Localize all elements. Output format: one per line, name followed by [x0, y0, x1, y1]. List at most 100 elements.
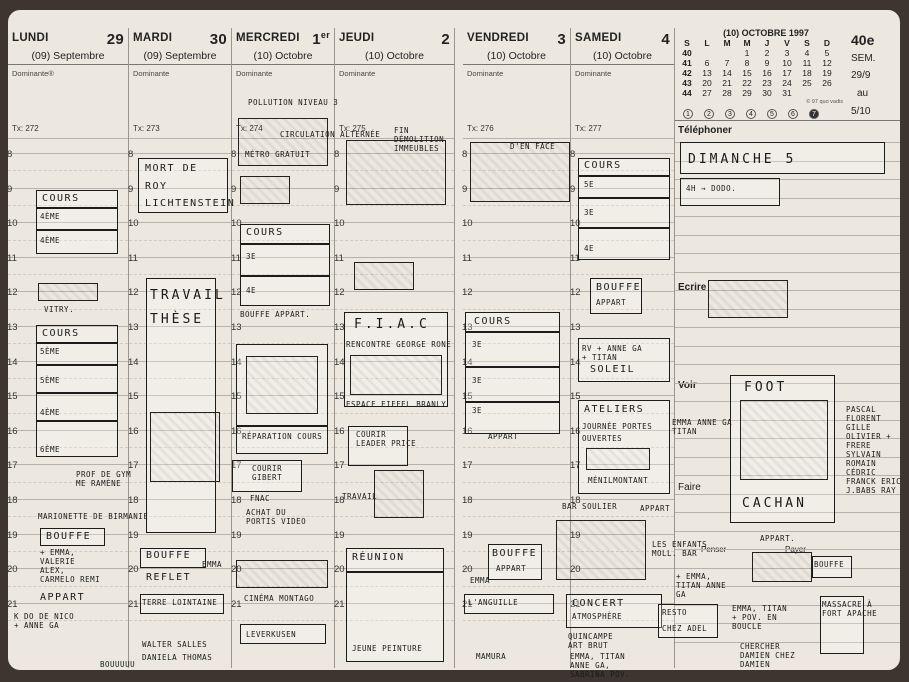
note-ven-titan: + EMMA, TITAN ANNE GA [676, 572, 727, 599]
hour-label: 12 [570, 287, 581, 299]
note-box [488, 544, 542, 580]
note-box [36, 325, 118, 343]
note-dim-players: PASCAL FLORENT GILLE OLIVIER + FRERE SYL… [846, 405, 902, 495]
note-lundi-6eme: 6ème [40, 445, 61, 454]
note-box [680, 142, 885, 174]
car-drawing [240, 176, 290, 204]
note-sam-cours: COURS [584, 160, 622, 171]
hour-label: 14 [8, 356, 18, 368]
note-box [240, 276, 330, 306]
gallery-drawing [350, 355, 442, 395]
hour-label: 17 [334, 460, 345, 472]
hour-label: 20 [462, 564, 473, 576]
hour-label: 9 [570, 183, 576, 195]
note-lundi-5eme2: 5ème [40, 376, 61, 385]
hour-label: 13 [8, 322, 18, 333]
day-header: MARDI 30 [133, 31, 227, 50]
note-box [578, 158, 670, 176]
hour-label: 11 [334, 252, 344, 264]
day-month: (09) Septembre [8, 50, 128, 65]
note-jeu-rencontre: RENCONTRE GEORGE RONE [346, 340, 452, 349]
copyright: © 97 quo vadis [806, 99, 843, 105]
day-header: SAMEDI 4 [575, 31, 670, 50]
hour-label: 17 [570, 460, 581, 472]
note-dim-dodo: 4H → DODO. [686, 184, 737, 193]
hour-label: 13 [334, 322, 345, 333]
note-lundi-cours2: COURS [42, 328, 80, 339]
note-lundi-4eme-a: 4ème [40, 212, 61, 221]
hour-label: 10 [128, 218, 139, 230]
note-jeu-reunion: RÉUNION [352, 552, 405, 563]
note-mardi-bouffe: BOUFFE [146, 550, 192, 561]
note-sam-menilmontant: MÉNILMONTANT [588, 476, 649, 485]
note-ven-3e-b: 3e [472, 376, 483, 385]
hour-label: 10 [231, 218, 242, 230]
note-ven-cours: COURS [474, 316, 512, 327]
day-header: MERCREDI 1er [236, 30, 330, 50]
tx-label: Tx: 276 [467, 124, 494, 133]
day-header: LUNDI 29 [12, 31, 124, 50]
note-ven-mamura: MAMURA [476, 652, 507, 661]
note-dim-appart: APPART. [760, 534, 796, 543]
hour-label: 13 [462, 322, 473, 333]
note-lundi-appart: APPART [40, 592, 86, 603]
person-at-desk-drawing [246, 356, 318, 414]
note-jeu-enface: D'EN FACE [510, 142, 555, 151]
section-faire: Faire [678, 482, 701, 493]
hour-label: 20 [570, 564, 581, 575]
spine [447, 10, 463, 670]
note-lundi-4eme-c: 4ème [40, 408, 61, 417]
day-name: SAMEDI [575, 32, 622, 44]
note-lundi-bouuu: BOUUUUU [100, 660, 136, 669]
note-box [346, 548, 444, 572]
hour-label: 17 [8, 460, 18, 472]
day-date: 4 [661, 31, 670, 48]
hour-label: 11 [128, 252, 138, 264]
note-box [346, 572, 444, 662]
bread-drawing [38, 283, 98, 301]
hour-label: 14 [334, 356, 345, 368]
note-sam-ouvertes: OUVERTES [582, 434, 623, 443]
note-mardi-emma: EMMA [202, 560, 223, 569]
note-box [680, 178, 780, 206]
hour-label: 12 [462, 287, 473, 299]
note-dim-foot: FOOT [744, 380, 788, 395]
note-box [465, 367, 560, 402]
week-from: 29/9 [851, 70, 871, 81]
day-header: VENDREDI 3 [467, 31, 566, 50]
day-column-1: MARDI 30 (09) Septembre Dominante Tx: 27… [128, 28, 232, 668]
note-dim-emma: EMMA, TITAN + POV. EN BOUCLE [732, 604, 788, 631]
hour-label: 17 [128, 460, 139, 472]
note-ven-3e-a: 3e [472, 340, 483, 349]
day-column-5: SAMEDI 4 (10) Octobre Dominante Tx: 277 … [570, 28, 675, 668]
note-sam-emma2: EMMA, TITAN ANNE GA, SABRINA POV. [570, 652, 631, 679]
note-sam-bouffe: BOUFFE [596, 282, 642, 293]
note-mer-3e: 3e [246, 252, 257, 261]
hour-label: 19 [334, 529, 345, 541]
note-box [464, 594, 554, 614]
day-column-0: LUNDI 29 (09) Septembre Dominante® Tx: 2… [8, 28, 129, 668]
hour-label: 12 [8, 287, 18, 299]
day-month: (10) Octobre [335, 50, 454, 65]
note-box [812, 556, 852, 578]
note-dim-chercher: CHERCHER DAMIEN CHEZ DAMIEN [740, 642, 796, 669]
note-ven-anguille: L'ANGUILLE [468, 598, 519, 607]
note-box [140, 594, 224, 614]
note-sam-emma: EMMA ANNE GA TITAN [672, 418, 733, 436]
workshop-drawing [586, 448, 650, 470]
note-box [578, 400, 670, 494]
note-mer-cinema: CINÉMA MONTAGO [244, 594, 315, 603]
note-jeu-espace: ESPACE EIFFEL BRANLY [346, 400, 447, 409]
note-mardi-travail: TRAVAIL [150, 288, 226, 303]
day-month: (10) Octobre [571, 50, 674, 65]
band-drawing [556, 520, 646, 580]
day-column-2: MERCREDI 1er (10) Octobre Dominante Tx: … [231, 28, 335, 668]
hour-label: 16 [462, 425, 473, 437]
note-jeu-jeune: JEUNE PEINTURE [352, 644, 423, 653]
note-box [36, 190, 118, 208]
note-sam-soleil: SOLEIL [590, 364, 636, 375]
hour-label: 13 [128, 322, 139, 333]
excavator-drawing [470, 142, 570, 202]
